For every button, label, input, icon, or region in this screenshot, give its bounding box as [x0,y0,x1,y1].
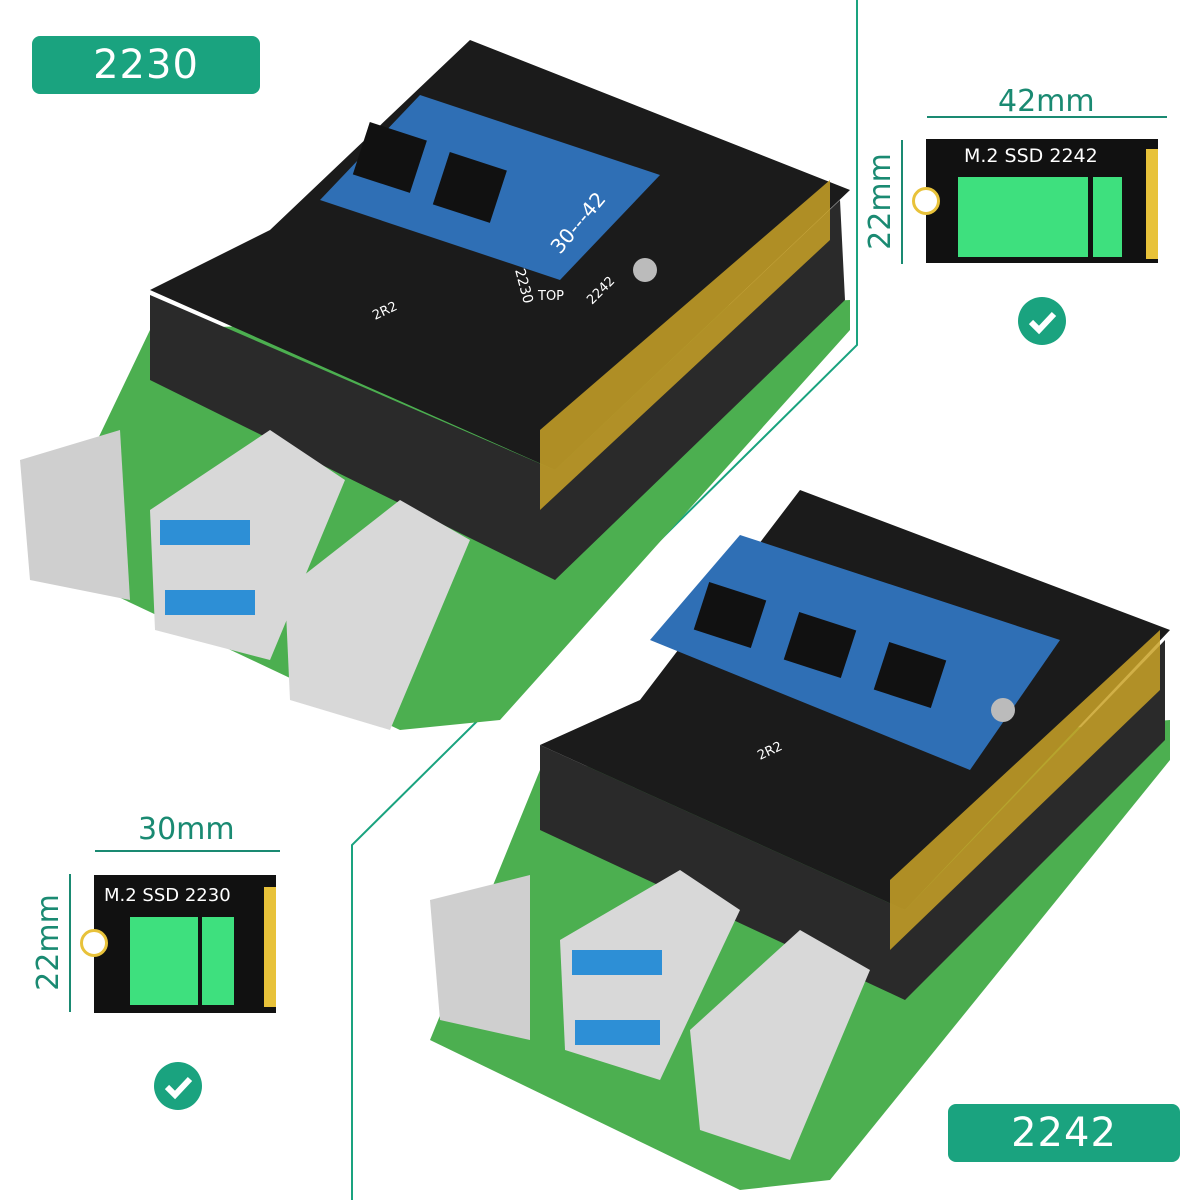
hat-board-side [540,640,1165,1000]
width-label: 42mm [998,84,1095,119]
check-icon [1018,297,1066,345]
ethernet-port [430,875,530,1040]
label-2230: 2230 [32,36,260,94]
ssd-connector [1146,149,1158,259]
ethernet-port [20,430,130,600]
screw [633,258,657,282]
height-dimension-line [901,140,903,264]
hat-board-side [150,200,845,580]
gpio-header [540,180,830,510]
ssd-pad [1093,177,1122,257]
ssd-mount-notch [80,929,108,957]
width-dimension-line [95,850,280,852]
chip [693,581,767,649]
chip [873,641,947,709]
height-label: 22mm [30,894,66,991]
usb3-slot [575,1020,660,1045]
usb3-slot [572,950,662,975]
ssd-pad [202,917,234,1005]
ssd-connector [264,887,276,1007]
usb2-port [285,500,470,730]
ssd-2230-card: M.2 SSD 2230 [80,875,276,1013]
usb3-slot [165,590,255,615]
silk-top: TOP [537,289,564,304]
height-dimension-line [69,874,71,1012]
chip [352,122,427,193]
ssd-mount-notch [912,187,940,215]
ssd-pad [958,177,1088,257]
gpio-header [890,630,1160,950]
chip [432,152,507,223]
label-2242: 2242 [948,1104,1180,1162]
chip [783,611,857,679]
check-icon [154,1062,202,1110]
ssd-pad [130,917,198,1005]
usb3-slot [160,520,250,545]
ssd-module-2242 [650,535,1060,770]
ssd-title: M.2 SSD 2230 [104,885,231,906]
ssd-2242-card: M.2 SSD 2242 [912,139,1158,263]
ssd-title: M.2 SSD 2242 [964,145,1098,167]
width-label: 30mm [138,812,235,847]
width-dimension-line [927,116,1167,118]
raspberry-pi-assembly-2242: 2R2 [430,490,1170,1190]
screw [991,698,1015,722]
raspberry-pi-assembly-2230: 2230 TOP 2242 30---42 2R2 [20,40,850,730]
height-label: 22mm [862,153,898,250]
usb2-port [690,930,870,1160]
